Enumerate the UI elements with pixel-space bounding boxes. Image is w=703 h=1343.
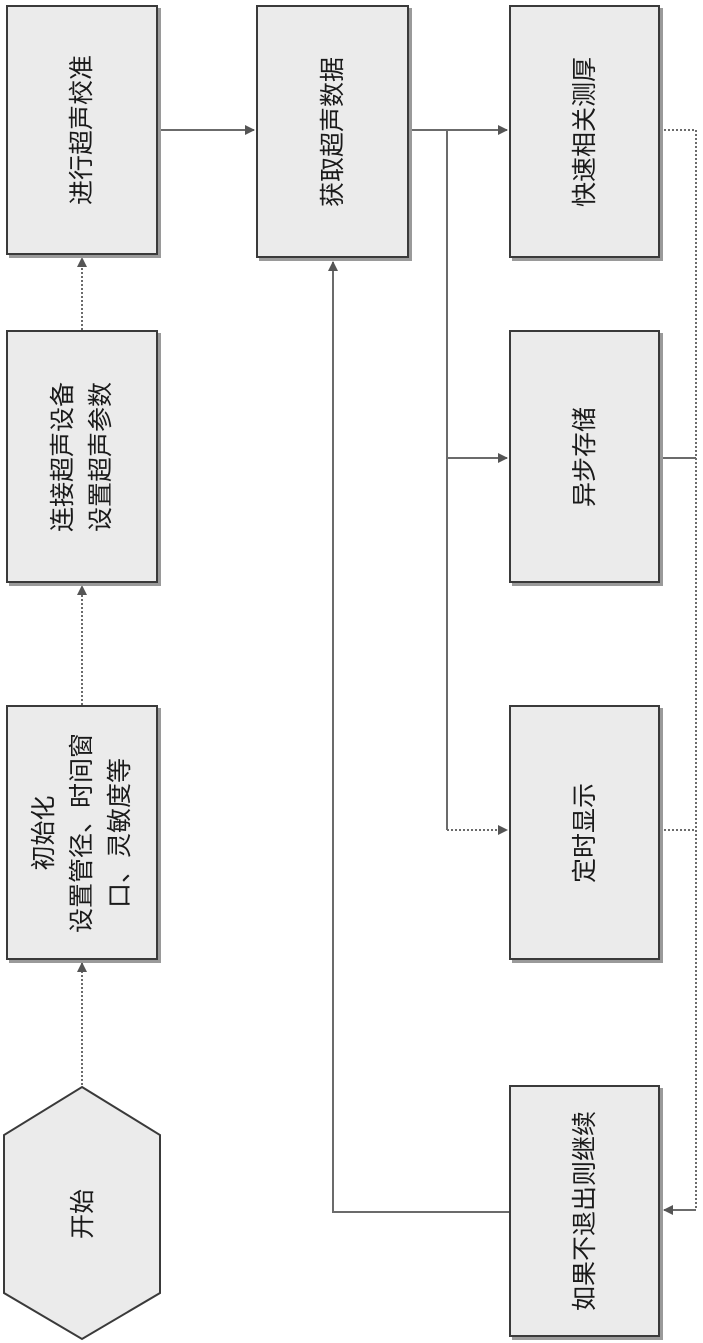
start-node: 开始 xyxy=(0,1085,165,1343)
connect-line-2: 设置超声参数 xyxy=(82,381,120,531)
connect-node: 连接超声设备 设置超声参数 xyxy=(6,330,158,583)
display-node: 定时显示 xyxy=(509,705,660,960)
acquire-node: 获取超声数据 xyxy=(256,5,409,258)
connect-line-1: 连接超声设备 xyxy=(44,381,82,531)
store-label: 异步存储 xyxy=(566,406,604,506)
init-label: 初始化 设置管径、时间窗 口、灵敏度等 xyxy=(25,732,139,932)
display-label: 定时显示 xyxy=(566,782,604,882)
loop-label: 如果不退出则继续 xyxy=(566,1111,604,1311)
init-line-3: 口、灵敏度等 xyxy=(101,732,139,932)
store-node: 异步存储 xyxy=(509,330,660,583)
calibrate-node: 进行超声校准 xyxy=(6,5,158,255)
calibrate-label: 进行超声校准 xyxy=(63,55,101,205)
correlate-label: 快速相关测厚 xyxy=(566,56,604,206)
init-node: 初始化 设置管径、时间窗 口、灵敏度等 xyxy=(6,705,158,960)
start-label: 开始 xyxy=(64,1189,102,1239)
init-line-2: 设置管径、时间窗 xyxy=(63,732,101,932)
arrow-loop-to-acquire xyxy=(333,262,509,1212)
loop-node: 如果不退出则继续 xyxy=(509,1085,660,1337)
connect-label: 连接超声设备 设置超声参数 xyxy=(44,381,120,531)
init-line-1: 初始化 xyxy=(25,732,63,932)
acquire-label: 获取超声数据 xyxy=(314,56,352,206)
correlate-node: 快速相关测厚 xyxy=(509,5,660,258)
